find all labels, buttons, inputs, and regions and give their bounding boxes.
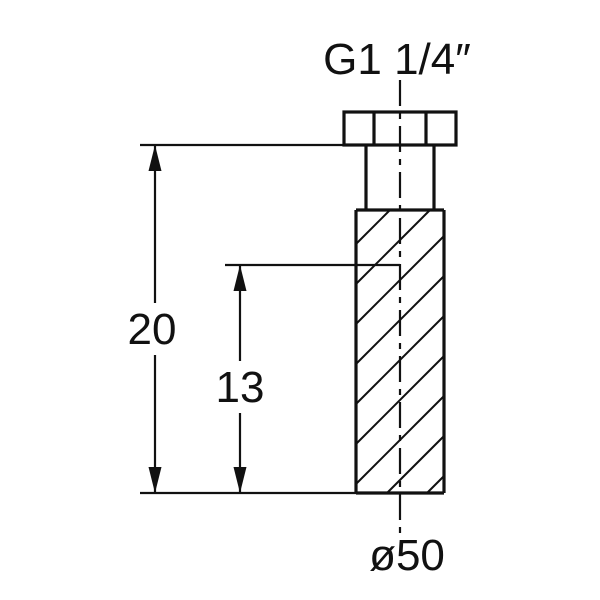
- arrow-up-icon: [233, 265, 247, 291]
- arrow-down-icon: [233, 467, 247, 493]
- hatch-line: [355, 355, 445, 445]
- dim-label-mask: [212, 361, 268, 413]
- hatch-line: [426, 475, 445, 494]
- hatch-line: [355, 235, 445, 325]
- diameter-label: ø50: [369, 531, 445, 580]
- hex-head: [342, 110, 458, 147]
- arrowheads: [148, 145, 247, 493]
- hatch-line: [355, 209, 431, 285]
- hatch-line: [386, 435, 445, 494]
- thread-size-label: G1 1/4″: [323, 35, 471, 84]
- hatch-line: [355, 315, 445, 405]
- hatch-line: [355, 395, 445, 485]
- hatch-line: [355, 209, 391, 245]
- label-masks: [122, 303, 268, 413]
- hex-head-outline: [342, 110, 458, 147]
- neck: [364, 145, 436, 210]
- overall-length-label: 20: [128, 305, 177, 354]
- hatching: [355, 209, 445, 494]
- drawing-lines: [140, 80, 458, 533]
- dim-label-mask: [122, 303, 182, 355]
- hatch-line: [355, 275, 445, 365]
- arrow-up-icon: [148, 145, 162, 171]
- arrow-down-icon: [148, 467, 162, 493]
- labels: G1 1/4″ 20 13 ø50: [128, 35, 471, 580]
- inner-length-label: 13: [216, 363, 265, 412]
